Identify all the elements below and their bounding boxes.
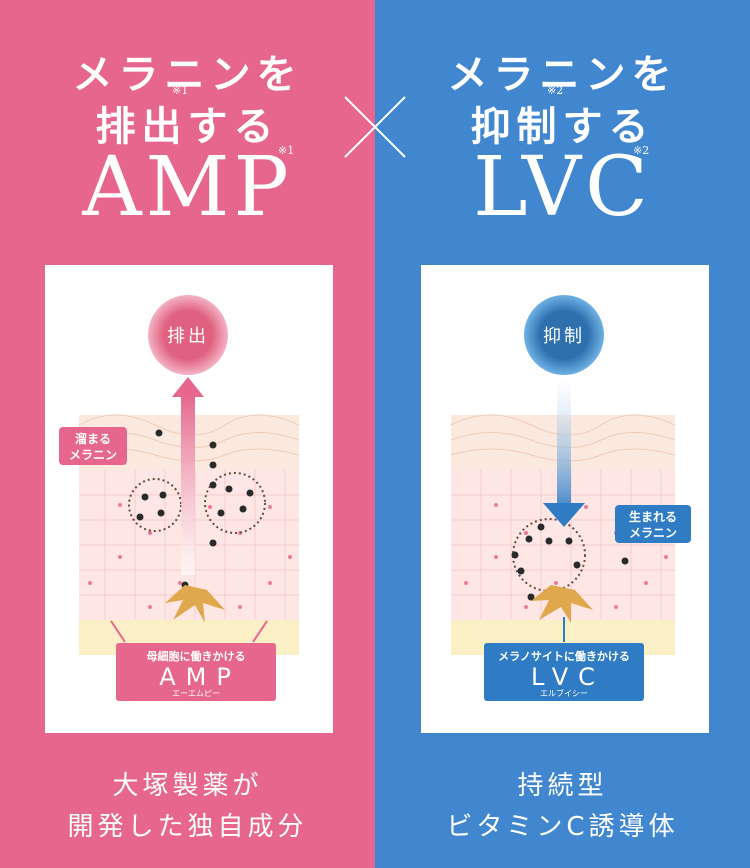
right-circle-label: 抑制	[543, 326, 585, 347]
right-down-arrow	[557, 377, 571, 517]
right-bottom-line2: ビタミンC誘導体	[446, 812, 679, 842]
left-circle-label: 排出	[167, 326, 209, 347]
right-heading-line2: 抑制する ※2	[375, 84, 750, 152]
left-ingredient-note: ※1	[278, 144, 295, 157]
left-callout-line1: 溜まる	[75, 431, 111, 446]
right-box-big: LVC	[531, 663, 605, 691]
left-callout-line2: メラニン	[69, 448, 117, 462]
right-heading-ingredient: LVC ※2	[375, 140, 750, 235]
right-ingredient-name: LVC	[473, 140, 652, 235]
right-callout-line1: 生まれる	[629, 509, 677, 524]
right-heading-line1: メラニンを	[447, 51, 678, 98]
left-heading-line2-text: 排出する	[95, 103, 280, 150]
left-box-big: AMP	[159, 663, 241, 691]
left-diagram-card: 排出 溜まる メラニン 母細胞に働きかける AMP エーエムピー	[45, 265, 333, 733]
right-melanocyte	[531, 585, 593, 623]
right-callout	[615, 505, 691, 543]
right-ingredient-note: ※2	[633, 144, 650, 157]
left-heading-line2: 排出する ※1	[0, 84, 375, 152]
left-bottom-line1: 大塚製薬が	[112, 771, 263, 801]
right-circle-badge	[524, 295, 604, 375]
left-ingredient-name: AMP	[82, 140, 293, 235]
amp-diagram: 排出 溜まる メラニン 母細胞に働きかける AMP エーエムピー	[59, 295, 300, 701]
left-heading-line1: メラニンを	[72, 51, 303, 98]
left-callout	[59, 427, 127, 465]
right-callout-line2: メラニン	[629, 526, 677, 540]
right-heading-line2-note: ※2	[547, 84, 564, 97]
left-box-small: 母細胞に働きかける	[147, 649, 246, 663]
left-up-arrow	[181, 395, 195, 575]
right-bottom-line1: 持続型	[517, 771, 608, 801]
left-heading-ingredient: AMP ※1	[0, 140, 375, 235]
right-heading-line2-text: 抑制する	[470, 103, 655, 150]
left-melanocyte	[165, 585, 225, 623]
left-box-reading: エーエムピー	[172, 689, 220, 698]
lvc-diagram: 抑制 生まれる メラニン メラノサイトに働きかける LVC エルブイシー	[450, 295, 691, 701]
lvc-panel: メラニンを 抑制する ※2 LVC ※2	[375, 0, 750, 868]
amp-panel: メラニンを 排出する ※1 AMP ※1	[0, 0, 375, 868]
right-box-small: メラノサイトに働きかける	[498, 649, 630, 663]
left-heading-line2-note: ※1	[172, 84, 189, 97]
right-box-reading: エルブイシー	[540, 688, 588, 698]
times-cross-icon	[344, 96, 406, 158]
right-diagram-card: 抑制 生まれる メラニン メラノサイトに働きかける LVC エルブイシー	[421, 265, 709, 733]
right-ingredient-box	[484, 643, 644, 701]
left-bottom-line2: 開発した独自成分	[67, 812, 308, 842]
left-circle-badge	[148, 295, 228, 375]
left-ingredient-box	[116, 643, 276, 701]
